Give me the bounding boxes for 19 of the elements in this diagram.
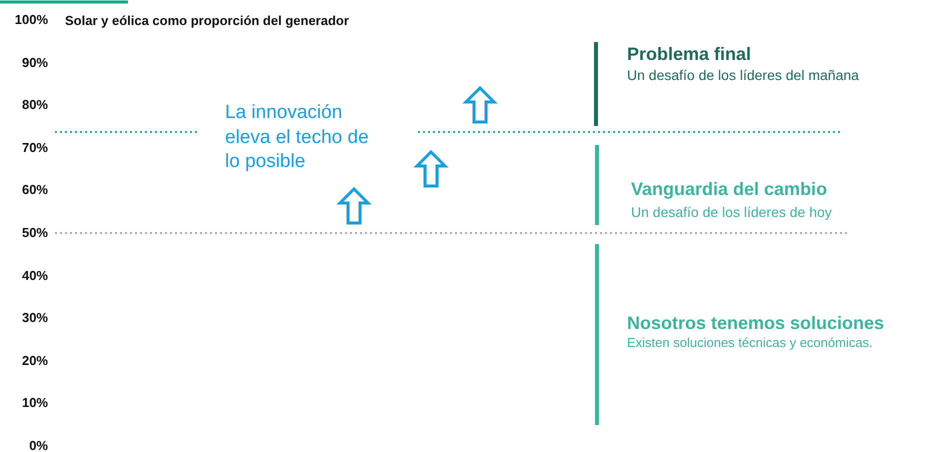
section-heading: Nosotros tenemos soluciones [627,313,884,334]
axis-tick-label: 30% [20,311,48,326]
axis-tick-label: 20% [20,354,48,369]
section-heading: Problema final [627,44,752,65]
section-description: Existen soluciones técnicas y económicas. [627,336,873,351]
axis-tick-label: 60% [20,183,48,198]
chart-title: Solar y eólica como proporción del generador [65,14,349,29]
axis-tick-label: 10% [20,396,48,412]
axis-tick-label: 90% [20,56,48,71]
annotation-text: La innovación eleva el techo de lo posible [225,101,370,174]
section-description: Un desafío de los líderes de hoy [631,204,832,220]
section-description: Un desafío de los líderes del mañana [627,67,859,84]
axis-tick-label: 80% [20,98,48,114]
axis-tick-label: 100% [14,13,48,28]
section-heading: Vanguardia del cambio [631,179,828,200]
axis-tick-label: 40% [20,268,48,284]
axis-tick-label: 70% [20,140,48,156]
axis-tick-label: 50% [20,226,48,241]
axis-tick-label: 0% [28,439,48,452]
